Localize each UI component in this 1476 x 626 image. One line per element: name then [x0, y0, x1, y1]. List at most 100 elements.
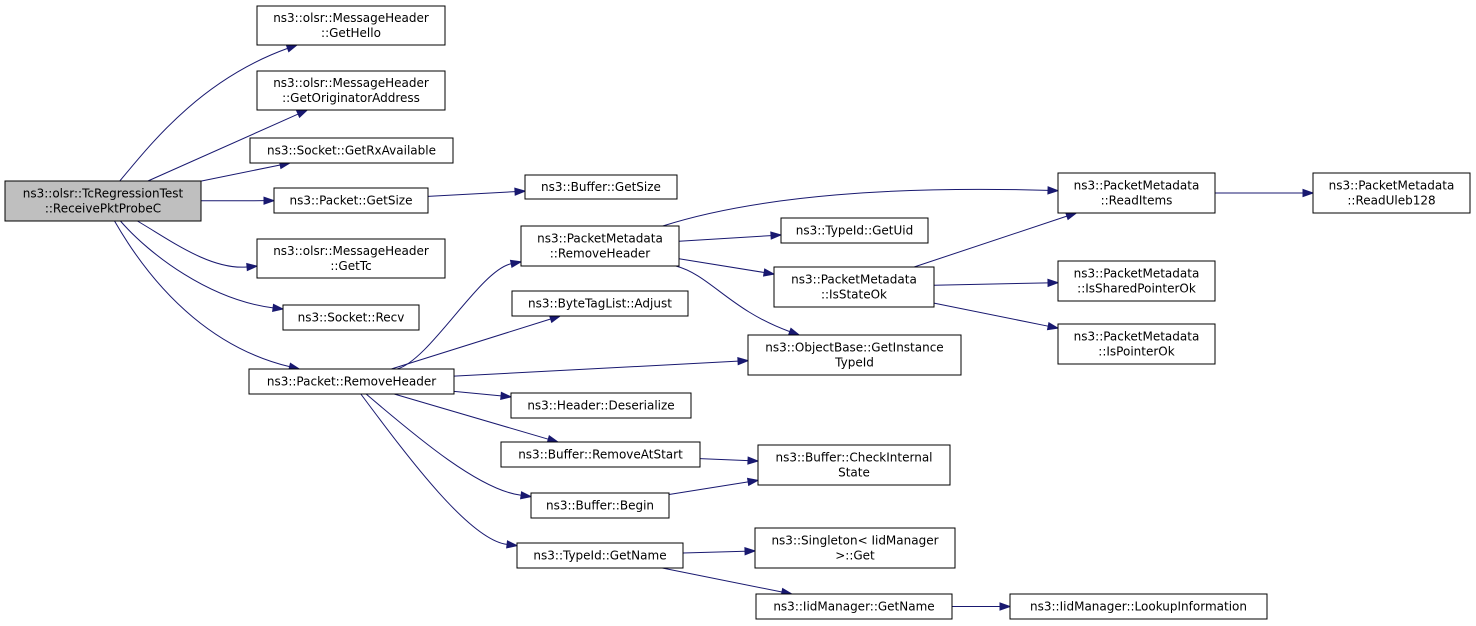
node-recv[interactable]: ns3::Socket::Recv [282, 304, 420, 331]
edge-tidname-to-iidname [662, 567, 794, 597]
node-label: ns3::TypeId::GetUid [796, 224, 914, 238]
edge-root-to-gettc [137, 220, 259, 272]
node-readitems[interactable]: ns3::PacketMetadata::ReadItems [1057, 172, 1216, 214]
edge-line [391, 318, 551, 370]
node-root[interactable]: ns3::olsr::TcRegressionTest::ReceivePktP… [4, 180, 202, 222]
node-stateok[interactable]: ns3::PacketMetadata::IsStateOk [773, 266, 935, 308]
arrowhead-icon [746, 477, 760, 487]
node-label: ns3::Packet::GetSize [290, 194, 413, 208]
edge-tidname-to-singleton [682, 547, 757, 556]
node-singleton[interactable]: ns3::Singleton< IidManager>::Get [754, 527, 956, 569]
node-deser[interactable]: ns3::Header::Deserialize [510, 392, 692, 419]
node-getrx[interactable]: ns3::Socket::GetRxAvailable [249, 137, 454, 164]
edge-root-to-recv [120, 220, 285, 312]
edge-line [675, 265, 790, 333]
node-label: ns3::Socket::Recv [298, 311, 405, 325]
node-box [773, 266, 935, 308]
node-label: ns3::Socket::GetRxAvailable [267, 144, 436, 158]
edge-line [662, 188, 1049, 227]
node-label: >::Get [835, 549, 875, 563]
node-pointer[interactable]: ns3::PacketMetadata::IsPointerOk [1057, 323, 1216, 365]
edge-pktremove-to-deser [453, 390, 513, 401]
edge-line [114, 220, 290, 368]
node-label: ns3::IidManager::LookupInformation [1030, 600, 1247, 614]
arrowhead-icon [509, 259, 523, 268]
node-gethello[interactable]: ns3::olsr::MessageHeader::GetHello [256, 5, 446, 46]
node-shared[interactable]: ns3::PacketMetadata::IsSharedPointerOk [1057, 260, 1216, 302]
edge-line [678, 258, 765, 273]
node-rmstart[interactable]: ns3::Buffer::RemoveAtStart [500, 441, 701, 468]
node-box [1009, 593, 1268, 620]
edge-line [120, 220, 274, 309]
node-uleb[interactable]: ns3::PacketMetadata::ReadUleb128 [1312, 172, 1471, 214]
edge-begin-to-checkint [668, 477, 760, 495]
node-pktremove[interactable]: ns3::Packet::RemoveHeader [248, 368, 455, 395]
node-box [256, 5, 446, 46]
node-box [530, 492, 670, 519]
nodes-layer: ns3::olsr::TcRegressionTest::ReceivePktP… [4, 5, 1471, 620]
node-label: ns3::PacketMetadata [791, 273, 917, 287]
node-box [248, 368, 455, 395]
node-getorig[interactable]: ns3::olsr::MessageHeader::GetOriginatorA… [256, 70, 446, 111]
edge-line [137, 220, 248, 268]
arrowhead-icon [1065, 212, 1078, 221]
edge-iidname-to-lookup [952, 602, 1012, 611]
node-label: ::IsSharedPointerOk [1077, 282, 1196, 296]
node-label: ns3::Header::Deserialize [527, 399, 674, 413]
arrowhead-icon [787, 327, 801, 336]
node-adjust[interactable]: ns3::ByteTagList::Adjust [511, 290, 689, 317]
node-box [273, 187, 429, 214]
node-box [757, 444, 951, 486]
node-getuid[interactable]: ns3::TypeId::GetUid [780, 217, 929, 244]
node-box [510, 392, 692, 419]
edges-layer [114, 44, 1315, 611]
node-box [1057, 260, 1216, 302]
edge-pktremove-to-instance [453, 356, 750, 377]
arrowhead-icon [285, 44, 299, 53]
node-tidname[interactable]: ns3::TypeId::GetName [516, 542, 684, 569]
node-pktsize[interactable]: ns3::Packet::GetSize [273, 187, 429, 214]
edge-line [662, 567, 783, 593]
edge-root-to-getrx [200, 160, 292, 182]
node-label: ns3::Packet::RemoveHeader [267, 375, 436, 389]
edge-line [147, 113, 299, 182]
edge-line [668, 481, 749, 495]
node-label: ns3::PacketMetadata [1074, 267, 1200, 281]
edge-line [360, 393, 508, 545]
node-label: ::GetHello [321, 26, 381, 40]
node-box [1057, 323, 1216, 365]
edge-line [365, 393, 522, 496]
node-label: ns3::PacketMetadata [1074, 179, 1200, 193]
arrowhead-icon [1302, 188, 1315, 198]
edge-line [427, 191, 516, 197]
node-pmremove[interactable]: ns3::PacketMetadata::RemoveHeader [520, 225, 680, 267]
node-bufsize[interactable]: ns3::Buffer::GetSize [524, 174, 678, 200]
node-iidname[interactable]: ns3::IidManager::GetName [755, 593, 953, 620]
arrowhead-icon [1046, 321, 1060, 331]
arrowhead-icon [295, 109, 309, 119]
node-box [520, 225, 680, 267]
node-label: State [838, 466, 870, 480]
edge-line [200, 164, 281, 182]
node-label: ns3::olsr::TcRegressionTest [23, 187, 184, 201]
edge-line [678, 235, 772, 242]
node-label: ns3::PacketMetadata [1074, 330, 1200, 344]
node-lookup[interactable]: ns3::IidManager::LookupInformation [1009, 593, 1268, 620]
node-label: ns3::PacketMetadata [1329, 179, 1455, 193]
edge-line [682, 550, 746, 554]
node-box [511, 290, 689, 317]
edge-line [453, 360, 739, 377]
edge-pktremove-to-tidname [360, 393, 519, 549]
node-box [1312, 172, 1471, 214]
node-box [282, 304, 420, 331]
node-begin[interactable]: ns3::Buffer::Begin [530, 492, 670, 519]
node-gettc[interactable]: ns3::olsr::MessageHeader::GetTc [256, 238, 446, 279]
node-box [747, 334, 962, 376]
arrowhead-icon [744, 547, 757, 556]
arrowhead-icon [263, 196, 276, 205]
arrowhead-icon [500, 391, 513, 401]
edge-line [397, 263, 512, 370]
